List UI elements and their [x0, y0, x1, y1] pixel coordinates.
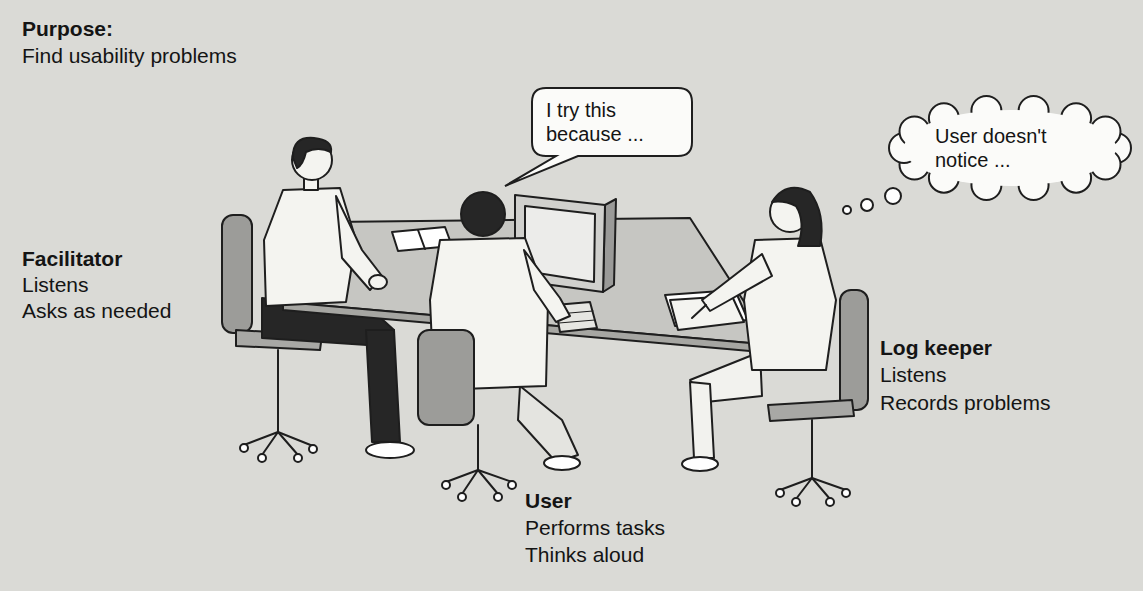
cloud-body	[904, 110, 1116, 186]
user-chair-part	[442, 481, 450, 489]
thought-bubble-outline	[900, 106, 1120, 190]
user-chair-part	[418, 330, 474, 425]
keyboard-part	[559, 320, 595, 323]
label-slot: Facilitator	[22, 246, 122, 272]
thought-trail-part	[861, 199, 873, 211]
facilitator-legs-part	[366, 442, 414, 458]
user-chair	[418, 330, 516, 501]
log-keeper-chair-part	[840, 290, 868, 410]
role-duty: Performs tasks	[525, 515, 665, 541]
role-duty: Thinks aloud	[525, 542, 644, 568]
facilitator-part	[369, 275, 387, 289]
log-keeper-legs	[682, 352, 762, 471]
thought-trail	[843, 188, 901, 214]
log-keeper-part	[702, 254, 772, 311]
user-part	[544, 456, 580, 470]
role-name: Log keeper	[880, 335, 992, 361]
purpose-text: Find usability problems	[22, 43, 237, 69]
role-duty: Records problems	[880, 390, 1050, 416]
facilitator-chair-part	[294, 454, 302, 462]
user-chair-part	[458, 493, 466, 501]
role-duty: Listens	[22, 272, 89, 298]
label-slot: Records problems	[880, 390, 1050, 416]
log-keeper-legs-part	[690, 382, 714, 458]
user-part	[461, 192, 505, 236]
user-part	[518, 386, 578, 462]
log-keeper-chair-part	[812, 478, 830, 499]
speech-bubble-outline	[505, 88, 692, 186]
bubble-text: I try this because ...	[546, 98, 678, 146]
user-part	[524, 250, 570, 322]
label-slot: Listens	[22, 272, 89, 298]
thought-bubble: User doesn't notice ...	[900, 106, 1120, 190]
facilitator	[264, 138, 387, 306]
facilitator-legs	[262, 298, 414, 458]
thought-trail-part	[843, 206, 851, 214]
role-name: User	[525, 488, 572, 514]
bubble-text: User doesn't notice ...	[935, 124, 1085, 172]
thought-trail-part	[885, 188, 901, 204]
user-chair-part	[494, 493, 502, 501]
log-keeper-chair-part	[826, 498, 834, 506]
purpose-heading: Purpose:	[22, 16, 113, 42]
label-slot: Purpose:	[22, 16, 113, 42]
facilitator-chair-part	[277, 350, 279, 432]
label-slot: Performs tasks	[525, 515, 665, 541]
facilitator-legs-part	[366, 330, 400, 442]
label-slot: Log keeper	[880, 335, 992, 361]
label-slot: Thinks aloud	[525, 542, 644, 568]
user-chair-part	[477, 425, 479, 470]
role-duty: Asks as needed	[22, 298, 171, 324]
log-keeper-chair-part	[776, 489, 784, 497]
log-keeper-part	[772, 188, 822, 246]
facilitator-chair-part	[278, 432, 298, 455]
facilitator-chair-part	[240, 444, 248, 452]
label-slot: Find usability problems	[22, 43, 237, 69]
facilitator-chair-part	[258, 454, 266, 462]
facilitator-chair-part	[309, 445, 317, 453]
log-keeper	[692, 188, 836, 370]
facilitator-chair-part	[222, 215, 252, 333]
log-keeper-chair-part	[842, 489, 850, 497]
speech-bubble: I try this because ...	[532, 88, 692, 156]
user-chair-part	[508, 481, 516, 489]
speech-bubble-outline	[532, 88, 692, 156]
label-slot: Asks as needed	[22, 298, 171, 324]
label-slot: User	[525, 488, 572, 514]
label-slot: Listens	[880, 362, 947, 388]
log-keeper-chair-part	[796, 478, 812, 499]
log-keeper-chair-part	[792, 498, 800, 506]
book-part	[418, 230, 425, 249]
facilitator-chair-part	[262, 432, 278, 455]
facilitator-part	[293, 138, 331, 168]
user-chair-part	[478, 470, 498, 494]
log-keeper-legs-part	[682, 457, 718, 471]
role-duty: Listens	[880, 362, 947, 388]
log-keeper-chair-part	[811, 420, 813, 478]
user-chair-part	[462, 470, 478, 494]
log-keeper-chair-part	[768, 400, 854, 421]
log-keeper-part	[692, 305, 706, 318]
role-name: Facilitator	[22, 246, 122, 272]
